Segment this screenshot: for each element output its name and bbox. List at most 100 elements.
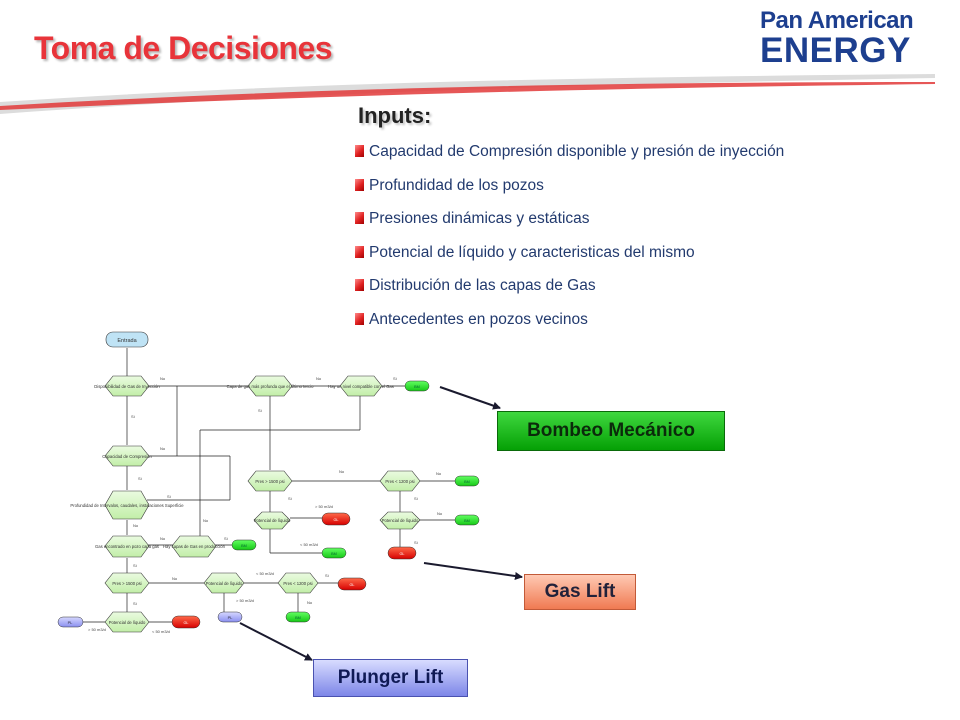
terminal-bm (285, 611, 311, 623)
terminal-gl (337, 577, 367, 591)
node-label: Capacidad de Compresión (102, 454, 152, 459)
terminal-label: PL (228, 616, 233, 620)
terminal-gl (387, 546, 417, 560)
terminal-bm (454, 514, 480, 526)
decision-node-pres-1500-a (104, 572, 150, 594)
bullet-icon (355, 245, 364, 258)
bullet-icon (355, 212, 364, 224)
node-label: Pres < 1200 psi (283, 581, 312, 586)
yes-label: Sí (131, 414, 136, 419)
flow-label: < 50 m3/d (152, 629, 170, 634)
decision-node-potencial-b (253, 511, 291, 530)
input-item: Distribución de las capas de Gas (355, 277, 784, 311)
arrow-to-gas-lift (423, 562, 523, 580)
bullet-icon (355, 178, 364, 191)
flow-label: < 50 m3/d (300, 542, 318, 547)
terminal-label: BM (295, 616, 301, 620)
no-label: No (160, 536, 166, 541)
no-label: No (172, 576, 178, 581)
yes-label: Sí (224, 536, 229, 541)
decision-node-potencial-c (379, 511, 421, 530)
terminal-pl (217, 611, 243, 623)
terminal-gl (171, 615, 201, 629)
yes-label: Sí (414, 540, 419, 545)
node-label: Disponibilidad de Gas de Inyección (94, 384, 160, 389)
yes-label: Sí (325, 573, 330, 578)
terminal-label: BM (464, 519, 470, 523)
node-label: Potencial de líquido (109, 620, 146, 625)
input-item: Profundidad de los pozos (355, 177, 784, 211)
yes-label: Sí (288, 496, 293, 501)
bombeo-mecanico-label: Bombeo Mecánico (497, 411, 725, 451)
flow-label: < 50 m3/d (256, 571, 274, 576)
node-label: Capa de gas más profunda que el último t… (227, 384, 314, 389)
yes-label: Sí (258, 408, 263, 413)
no-label: No (203, 518, 209, 523)
flow-label: > 50 m3/d (88, 627, 106, 632)
input-item: Presiones dinámicas y estáticas (355, 210, 784, 244)
no-label: No (160, 446, 166, 451)
start-node-label: Entrada (117, 338, 137, 344)
arrow-to-plunger-lift (239, 622, 313, 661)
decision-node-profundidad (104, 490, 150, 520)
decision-node-compresion (104, 445, 150, 467)
node-label: Pres > 1500 psi (255, 479, 284, 484)
yes-label: Sí (133, 601, 138, 606)
node-label: Pres > 1500 psi (112, 581, 141, 586)
terminal-bm (454, 475, 480, 487)
node-label: Potencial de líquido (382, 518, 419, 523)
logo-line-1: Pan American (760, 7, 914, 34)
node-label: Profundidad de Intervalos, caudales, ins… (70, 503, 184, 508)
terminal-label: BM (414, 385, 420, 389)
no-label: No (436, 471, 442, 476)
decision-node-pres-1500-b (247, 470, 293, 492)
input-item: Capacidad de Compresión disponible y pre… (355, 143, 784, 177)
decision-node-pres-1200-b (277, 572, 319, 594)
no-label: No (307, 600, 313, 605)
decision-node-gas-disponible (104, 375, 150, 397)
terminal-label: GL (399, 552, 404, 556)
terminal-bm (321, 547, 347, 559)
decision-node-capa-profunda (247, 375, 293, 397)
node-label: Potencial de líquido (254, 518, 291, 523)
no-label: No (133, 523, 139, 528)
company-logo: Pan American ENERGY (760, 7, 945, 69)
yes-label: Sí (414, 496, 419, 501)
terminal-label: GL (333, 518, 338, 522)
terminal-label: BM (241, 544, 247, 548)
bullet-icon (355, 312, 364, 325)
flowchart-connectors (83, 348, 455, 623)
decision-node-potencial-d (203, 572, 245, 594)
start-node (105, 331, 149, 348)
node-label: Hay capas de Gas en producción (163, 544, 226, 549)
terminal-label: PL (68, 621, 73, 625)
input-item: Antecedentes en pozos vecinos (355, 311, 784, 345)
terminal-label: BM (331, 552, 337, 556)
flow-label: > 50 m3/d (236, 598, 254, 603)
decision-node-capas-produccion (171, 535, 217, 558)
terminal-label: GL (349, 583, 354, 587)
decision-node-pres-1200-a (379, 470, 421, 492)
node-label: Hay un nivel compatible con el Gas (328, 384, 394, 389)
inputs-list: Capacidad de Compresión disponible y pre… (355, 143, 784, 344)
node-label: Potencial de líquido (206, 581, 243, 586)
slide-title: Toma de Decisiones (34, 30, 333, 66)
no-label: No (437, 511, 443, 516)
terminal-bm (231, 539, 257, 551)
yes-label: Sí (393, 376, 398, 381)
gas-lift-label: Gas Lift (524, 574, 636, 610)
no-label: No (316, 376, 322, 381)
yes-label: Sí (133, 563, 138, 568)
terminal-label: BM (464, 480, 470, 484)
terminal-pl (57, 616, 84, 628)
node-label: Pres < 1200 psi (385, 479, 414, 484)
flow-label: > 50 m3/d (315, 504, 333, 509)
terminal-gl (321, 512, 351, 526)
inputs-heading: Inputs: (358, 103, 432, 128)
bullet-icon (355, 279, 364, 291)
bullet-icon (355, 145, 364, 157)
decision-node-gas-capa (104, 535, 150, 558)
no-label: No (339, 469, 345, 474)
decision-node-nivel-gas (339, 375, 383, 397)
header-swoosh (0, 74, 935, 114)
